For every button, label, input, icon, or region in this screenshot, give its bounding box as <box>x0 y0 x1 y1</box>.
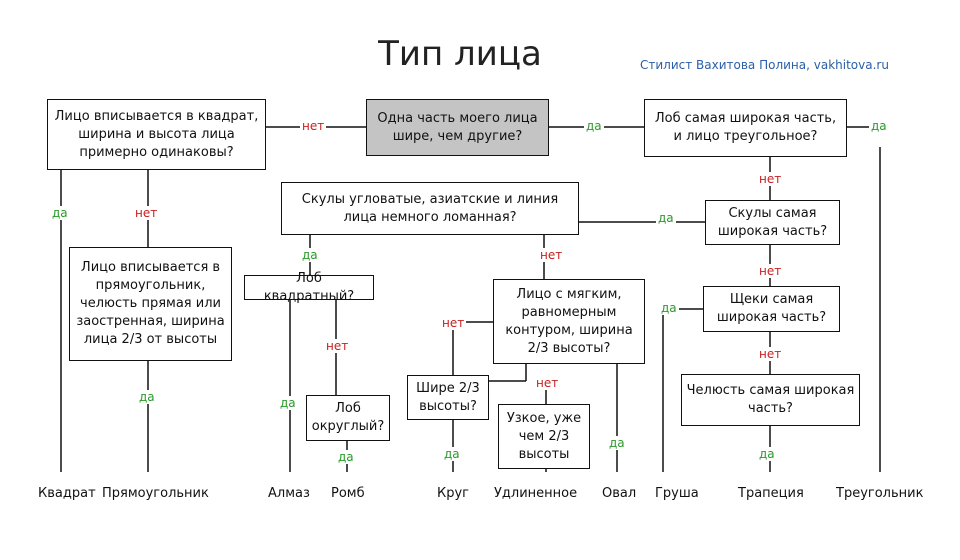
round-forehead-question: Лоб округлый? <box>306 395 390 441</box>
label-yes: да <box>869 119 889 133</box>
outcome-triangle: Треугольник <box>836 486 924 501</box>
cheekbones-text: Скулы самая широкая часть? <box>717 205 828 239</box>
rectangle-question-text: Лицо вписывается в прямоугольник, челюст… <box>76 260 225 347</box>
outcome-rhombus: Ромб <box>331 486 365 501</box>
label-no: нет <box>538 248 565 262</box>
outcome-pear: Груша <box>655 486 699 501</box>
round-forehead-text: Лоб округлый? <box>311 401 385 434</box>
label-no: нет <box>534 376 561 390</box>
label-yes: да <box>656 211 676 225</box>
square-question: Лицо вписывается в квадрат, ширина и выс… <box>47 99 266 170</box>
wider-question-text: Шире 2/3 высоты? <box>416 380 480 414</box>
label-yes: да <box>757 447 777 461</box>
forehead-triangle-question: Лоб самая широкая часть, и лицо треуголь… <box>644 99 847 157</box>
page-title: Тип лица <box>378 34 542 74</box>
soft-contour-text: Лицо с мягким, равномерным контуром, шир… <box>505 286 633 356</box>
start-question-text: Одна часть моего лица шире, чем другие? <box>377 110 538 144</box>
square-question-text: Лицо вписывается в квадрат, ширина и выс… <box>54 108 259 160</box>
jaw-text: Челюсть самая широкая часть? <box>686 383 855 416</box>
label-no: нет <box>133 206 160 220</box>
outcome-rectangle: Прямоугольник <box>102 486 209 501</box>
angular-question: Скулы угловатые, азиатские и линия лица … <box>281 182 579 235</box>
soft-contour-question: Лицо с мягким, равномерным контуром, шир… <box>493 279 645 364</box>
label-yes: да <box>442 447 462 461</box>
narrow-question-text: Узкое, уже чем 2/3 высоты <box>506 410 582 462</box>
outcome-diamond: Алмаз <box>268 486 310 501</box>
label-yes: да <box>137 390 157 404</box>
forehead-triangle-text: Лоб самая широкая часть, и лицо треуголь… <box>654 111 837 144</box>
outcome-elongated: Удлиненное <box>494 486 578 501</box>
rectangle-question: Лицо вписывается в прямоугольник, челюст… <box>69 247 232 361</box>
label-yes: да <box>584 119 604 133</box>
author-credit: Стилист Вахитова Полина, vakhitova.ru <box>640 58 889 72</box>
label-no: нет <box>757 264 784 278</box>
start-question: Одна часть моего лица шире, чем другие? <box>366 99 549 156</box>
label-no: нет <box>300 119 327 133</box>
label-no: нет <box>324 339 351 353</box>
label-no: нет <box>757 347 784 361</box>
label-no: нет <box>440 316 467 330</box>
cheeks-question: Щеки самая широкая часть? <box>703 286 840 332</box>
narrow-question: Узкое, уже чем 2/3 высоты <box>498 404 590 469</box>
outcome-trapezoid: Трапеция <box>738 486 804 501</box>
outcome-square: Квадрат <box>38 486 96 501</box>
label-yes: да <box>607 436 627 450</box>
angular-question-text: Скулы угловатые, азиатские и линия лица … <box>301 191 559 225</box>
cheekbones-question: Скулы самая широкая часть? <box>705 200 840 245</box>
cheeks-text: Щеки самая широкая часть? <box>716 292 827 325</box>
square-forehead-question: Лоб квадратный? <box>244 271 374 304</box>
wider-question: Шире 2/3 высоты? <box>407 375 489 420</box>
label-no: нет <box>757 172 784 186</box>
label-yes: да <box>278 396 298 410</box>
outcome-circle: Круг <box>437 486 470 501</box>
label-yes: да <box>50 206 70 220</box>
square-forehead-text: Лоб квадратный? <box>263 270 355 304</box>
outcome-oval: Овал <box>602 486 637 501</box>
jaw-question: Челюсть самая широкая часть? <box>681 374 860 426</box>
label-yes: да <box>336 450 356 464</box>
label-yes: да <box>659 301 679 315</box>
label-yes: да <box>300 248 320 262</box>
